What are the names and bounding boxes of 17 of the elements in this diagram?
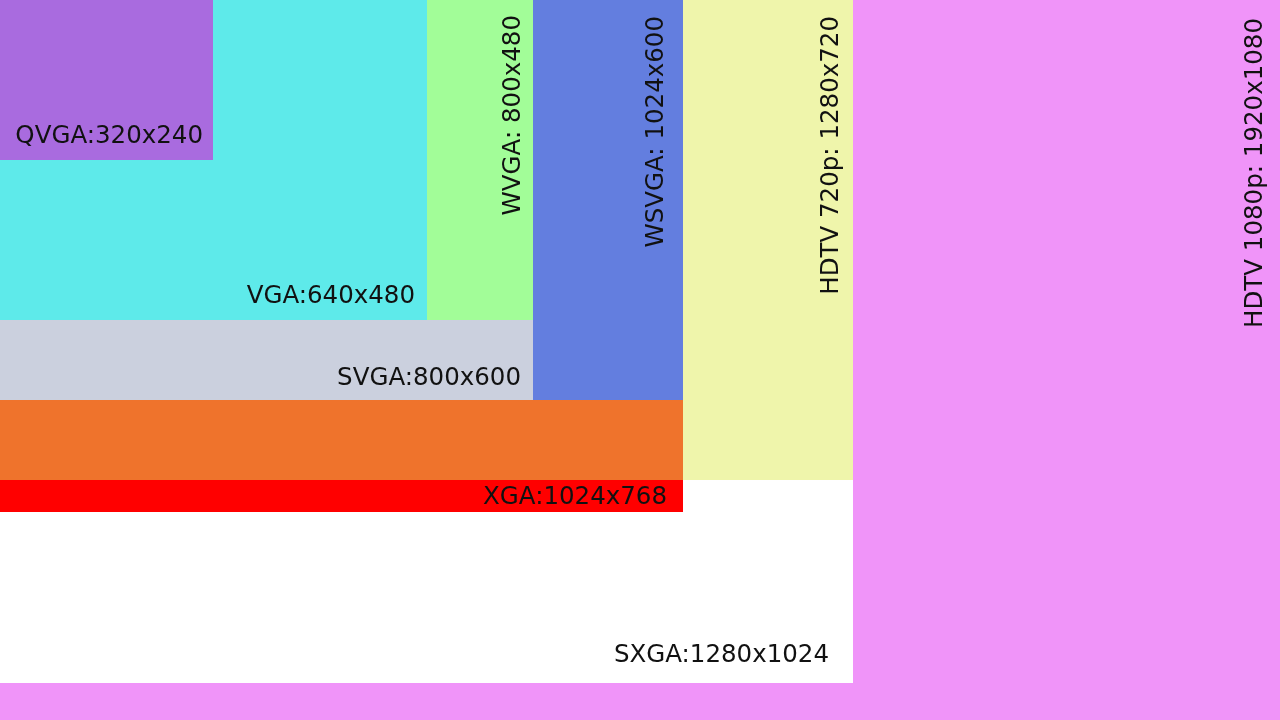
resolution-area [0,0,533,320]
resolution-area [0,0,683,400]
resolution-label: XGA:1024x768 [483,482,667,510]
resolution-label: HDTV 720p: 1280x720 [816,16,844,295]
resolution-area [683,0,853,480]
resolution-area [0,0,683,512]
resolution-area [0,0,853,683]
resolution-label: WSVGA: 1024x600 [641,16,669,248]
resolution-label: WVGA: 800x480 [498,15,526,216]
resolution-label: QVGA:320x240 [15,121,203,149]
resolution-label: HDTV 1080p: 1920x1080 [1240,18,1268,328]
resolution-area [0,0,213,160]
resolution-area [0,0,427,320]
resolution-area [0,0,533,400]
resolution-label: SXGA:1280x1024 [613,640,829,668]
resolution-label: VGA:640x480 [246,281,415,309]
resolution-label: SVGA:800x600 [337,363,521,391]
